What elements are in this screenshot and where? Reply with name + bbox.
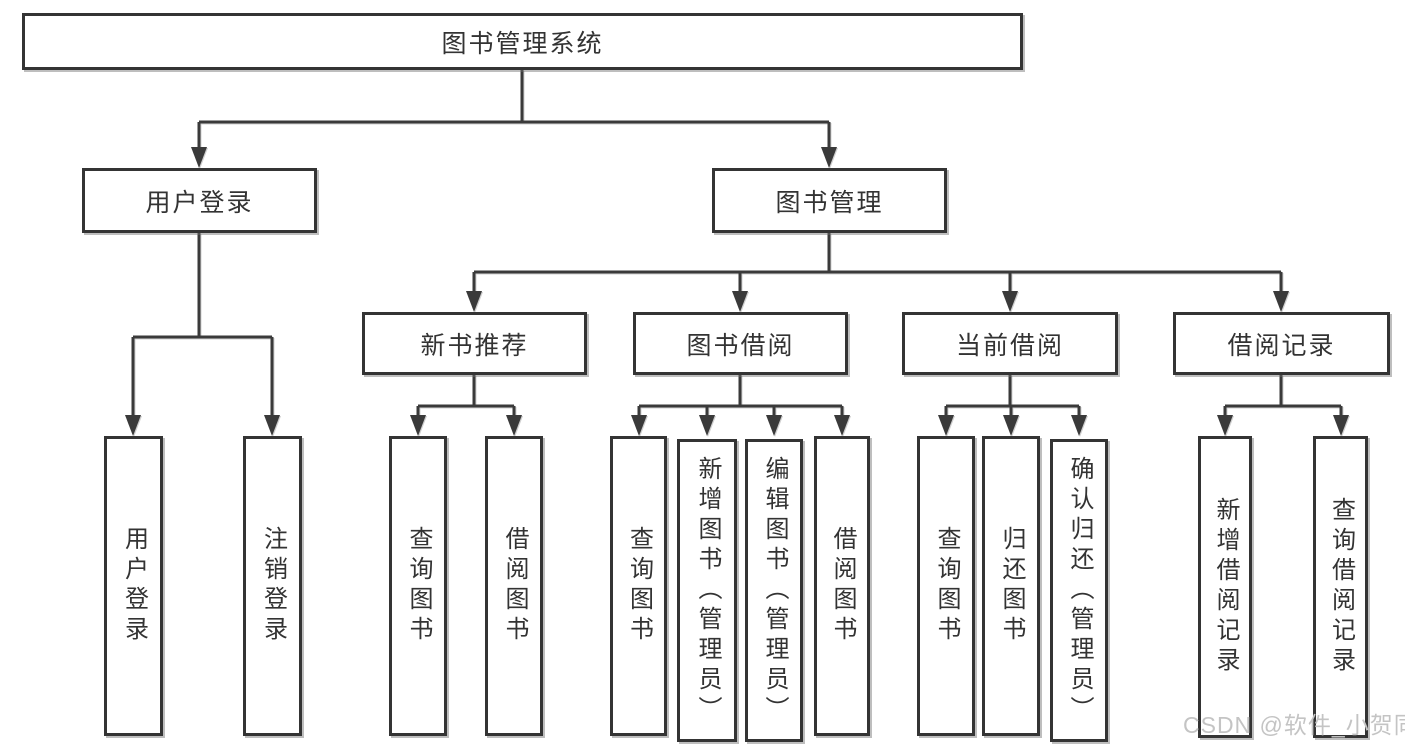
leaf-query-books-recommend: 查询图书 <box>389 436 447 736</box>
node-label: 新增借阅记录 <box>1212 497 1239 677</box>
node-label: 图书管理 <box>775 188 884 217</box>
watermark: CSDN @软件_小贺同学 <box>1183 712 1405 738</box>
node-borrowing-records: 借阅记录 <box>1173 312 1390 375</box>
leaf-add-books-admin: 新增图书（管理员） <box>677 439 737 742</box>
node-label: 借阅图书 <box>829 526 856 646</box>
leaf-borrow-books-recommend: 借阅图书 <box>485 436 543 736</box>
node-label: 用户登录 <box>145 188 254 217</box>
node-label: 查询图书 <box>405 526 432 646</box>
leaf-logout: 注销登录 <box>243 436 302 736</box>
node-label: 查询借阅记录 <box>1327 497 1355 677</box>
node-label: 新增图书（管理员） <box>694 455 721 726</box>
node-label: 图书管理系统 <box>441 29 604 58</box>
node-new-book-recommend: 新书推荐 <box>362 312 587 375</box>
leaf-query-borrow-record: 查询借阅记录 <box>1313 436 1368 738</box>
node-label: 用户登录 <box>120 526 148 646</box>
node-user-login: 用户登录 <box>82 168 317 233</box>
node-label: 借阅图书 <box>501 526 528 646</box>
node-current-borrowing: 当前借阅 <box>902 312 1118 375</box>
leaf-query-books-current: 查询图书 <box>917 436 975 736</box>
leaf-add-borrow-record: 新增借阅记录 <box>1198 436 1252 738</box>
leaf-return-books: 归还图书 <box>982 436 1040 736</box>
leaf-query-books-borrowing: 查询图书 <box>610 436 667 736</box>
node-label: 查询图书 <box>625 526 653 646</box>
node-label: 当前借阅 <box>955 331 1064 360</box>
leaf-edit-books-admin: 编辑图书（管理员） <box>745 439 803 742</box>
node-library-system-root: 图书管理系统 <box>22 13 1023 70</box>
leaf-confirm-return-admin: 确认归还（管理员） <box>1050 439 1108 742</box>
node-label: 借阅记录 <box>1227 331 1336 360</box>
node-label: 查询图书 <box>933 526 960 646</box>
node-label: 编辑图书（管理员） <box>761 455 788 726</box>
leaf-borrow-books-borrowing: 借阅图书 <box>814 436 870 736</box>
node-book-management: 图书管理 <box>712 168 947 233</box>
leaf-user-login: 用户登录 <box>104 436 163 736</box>
node-label: 确认归还（管理员） <box>1066 455 1093 726</box>
node-label: 新书推荐 <box>420 331 529 360</box>
node-label: 注销登录 <box>259 526 287 646</box>
node-label: 图书借阅 <box>686 331 795 360</box>
node-book-borrowing: 图书借阅 <box>633 312 848 375</box>
node-label: 归还图书 <box>998 526 1025 646</box>
